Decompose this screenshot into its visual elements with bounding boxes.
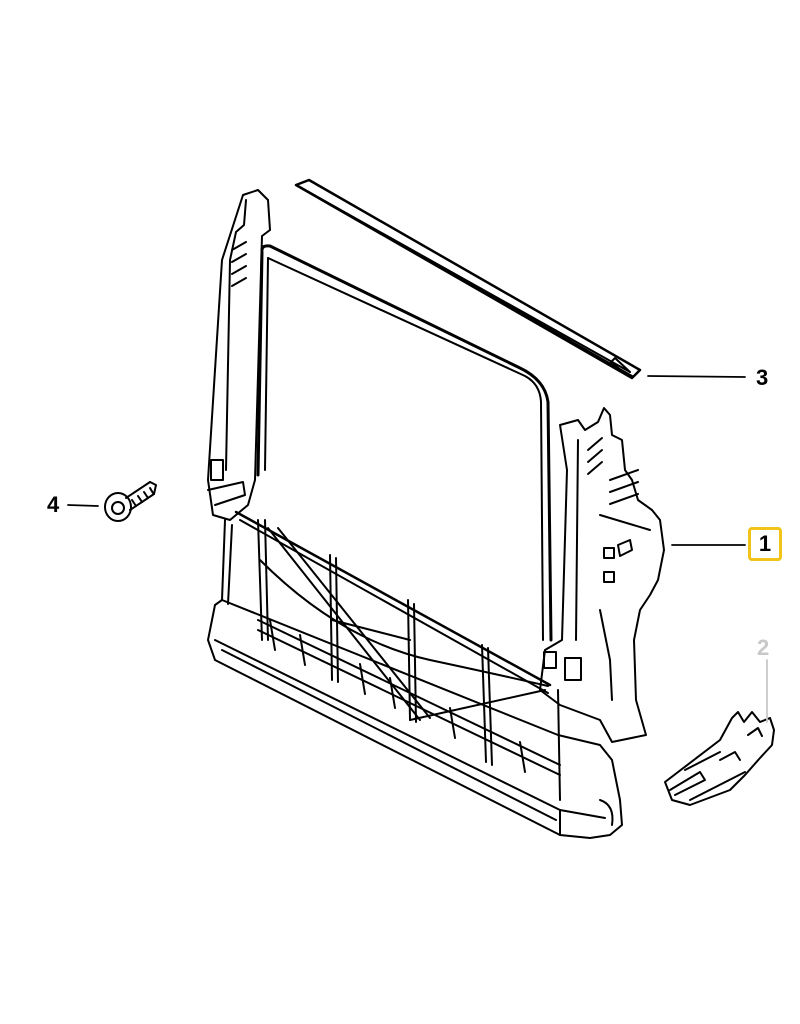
leader-line-4 bbox=[67, 504, 99, 507]
bracket-clip-icon bbox=[664, 711, 775, 806]
callout-label-2: 2 bbox=[757, 635, 770, 660]
screw-icon bbox=[104, 481, 157, 522]
leader-lines bbox=[67, 375, 768, 723]
callout-label-1: 1 bbox=[748, 527, 782, 561]
seal-strip-icon bbox=[294, 178, 642, 380]
leader-line-3 bbox=[647, 375, 746, 378]
callout-label-4: 4 bbox=[47, 492, 60, 517]
callout-label-3: 3 bbox=[756, 365, 769, 390]
fan-shroud-frame-icon bbox=[207, 189, 665, 839]
